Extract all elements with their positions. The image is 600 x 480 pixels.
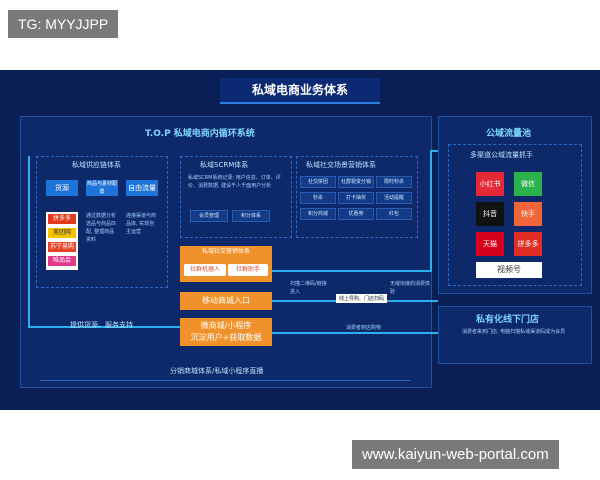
note-store: 消费者到店购物 [346, 325, 382, 331]
diagram-title: 私域电商业务体系 [220, 78, 380, 104]
mini-program-sublabel: 沉淀用户+获取数据 [190, 333, 262, 342]
social-box [296, 156, 418, 238]
note-scan: 扫描二维码/链接进入 [290, 281, 327, 295]
scrm-tag-points[interactable]: 积分体系 [232, 210, 270, 222]
supply-logos: 拼多多 美团网 苏宁易购 唯品会 [46, 212, 78, 270]
diagram-panel: 私域电商业务体系 T.O.P 私域电商内循环系统 私域供应链体系 货源 商品与素… [0, 70, 600, 410]
app-wechat[interactable]: 微信 [514, 172, 542, 196]
connector-right-vertical [430, 150, 432, 272]
public-subtitle: 多渠道公域流量抓手 [470, 151, 533, 159]
note-guide: 线上导购、门店扫码 [336, 294, 388, 303]
public-inner [448, 144, 582, 286]
assistant-button[interactable]: 社群助手 [228, 264, 268, 276]
supply-box [36, 156, 168, 288]
connector-left-bottom [28, 326, 180, 328]
offline-desc: 消费者来到门店, 电脑扫描私域渠道码成为会员 [462, 329, 566, 335]
app-pinduoduo[interactable]: 拼多多 [514, 232, 542, 256]
supply-button-config[interactable]: 商品与素材配置 [86, 180, 118, 196]
social-tag-3[interactable]: 秒杀 [300, 192, 336, 204]
supply-button-source[interactable]: 货源 [46, 180, 78, 196]
scrm-tag-member[interactable]: 会员管理 [190, 210, 228, 222]
scrm-title: 私域SCRM体系 [200, 161, 249, 169]
public-title: 公域流量池 [486, 129, 532, 139]
social-title: 私域社交场景营销体系 [306, 161, 376, 169]
app-tmall[interactable]: 天猫 [476, 232, 504, 256]
social-tag-1[interactable]: 社群裂变分销 [338, 176, 374, 188]
offline-box [438, 306, 592, 364]
logo-meituan: 美团网 [48, 228, 76, 238]
footer-url: www.kaiyun-web-portal.com [352, 440, 559, 469]
scrm-box [180, 156, 292, 238]
supply-desc-2: 连接渠道与商品库, 实现自主运营 [126, 213, 157, 235]
app-douyin[interactable]: 抖音 [476, 202, 504, 226]
supply-button-traffic[interactable]: 自由流量 [126, 180, 158, 196]
scrm-desc: 私域SCRM系统记录: 用户信息、订单、评价、消费数据, 建设千人千面用户分析 [188, 175, 281, 189]
supply-title: 私域供应链体系 [72, 161, 121, 169]
mini-program-box[interactable]: 微商城/小程序 沉淀用户+获取数据 [180, 318, 272, 346]
robot-button[interactable]: 社群机器人 [184, 264, 226, 276]
mini-program-label: 微商城/小程序 [200, 321, 252, 330]
social-tag-0[interactable]: 社交拼团 [300, 176, 336, 188]
social-tag-4[interactable]: 打卡抽奖 [338, 192, 374, 204]
social-tag-6[interactable]: 积分商城 [300, 208, 336, 220]
offline-title: 私有化线下门店 [476, 315, 540, 325]
logo-vip: 唯品会 [48, 256, 76, 266]
bottom-label: 分销商城体系/私域小程序直播 [170, 367, 264, 375]
connector-left-vertical [28, 156, 30, 326]
logo-pinduoduo: 拼多多 [48, 214, 76, 224]
connector-right-top [430, 150, 438, 152]
app-xiaohongshu[interactable]: 小红书 [476, 172, 504, 196]
mobile-entry-box[interactable]: 移动商城入口 [180, 292, 272, 310]
social-tag-8[interactable]: 红包 [376, 208, 412, 220]
note-seamless: 无缝衔接的消费体验 [390, 281, 431, 295]
app-shipinhao[interactable]: 视频号 [476, 262, 542, 278]
social-tag-7[interactable]: 优惠券 [338, 208, 374, 220]
watermark-tag: TG: MYYJJPP [8, 10, 119, 38]
bottom-divider [40, 380, 410, 381]
logo-suning: 苏宁易购 [48, 242, 76, 252]
supply-bottom-label: 提供货源、服务支持 [70, 321, 133, 329]
connector-top-right [272, 270, 432, 272]
supply-desc-1: 通过数据分析选品与商品匹配, 整理商品资料 [86, 213, 117, 243]
social-tag-5[interactable]: 活动提醒 [376, 192, 412, 204]
social-tag-2[interactable]: 限时秒杀 [376, 176, 412, 188]
top-system-title: T.O.P 私域电商内循环系统 [145, 129, 255, 139]
app-kuaishou[interactable]: 快手 [514, 202, 542, 226]
center-social-title: 私域社交营销体系 [201, 248, 250, 255]
connector-low [272, 332, 438, 334]
